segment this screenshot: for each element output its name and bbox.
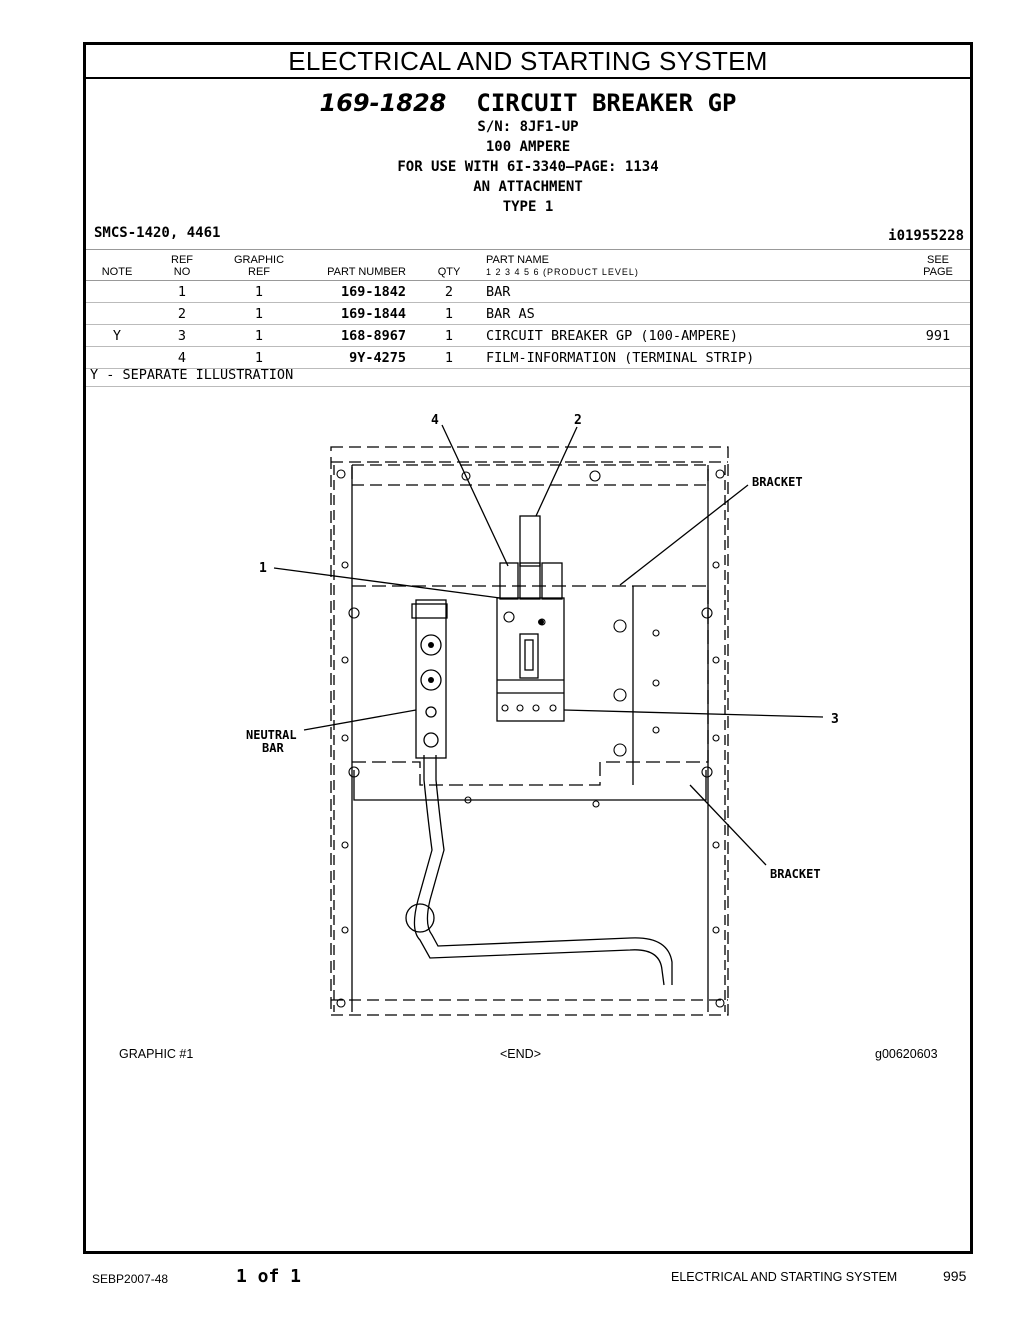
- graphic-id: g00620603: [875, 1047, 938, 1061]
- row-ref: 3: [148, 324, 216, 347]
- smcs-code: SMCS-1420, 4461: [94, 225, 221, 241]
- table-row: Y 3 1 168-8967 1 CIRCUIT BREAKER GP (100…: [86, 324, 970, 347]
- table-row: 1 1 169-1842 2 BAR: [86, 280, 970, 303]
- table-row: 4 1 9Y-4275 1 FILM-INFORMATION (TERMINAL…: [86, 346, 970, 369]
- row-note: [86, 280, 148, 303]
- row-qty: 1: [412, 302, 486, 325]
- label-bracket-top: BRACKET: [752, 475, 803, 489]
- row-ref: 1: [148, 280, 216, 303]
- row-graphic: 1: [216, 324, 302, 347]
- row-qty: 1: [412, 324, 486, 347]
- row-see: [906, 280, 970, 303]
- leader-bracket-bottom: [689, 784, 767, 866]
- label-bar: BAR: [262, 741, 284, 755]
- doc-id: SEBP2007-48: [92, 1272, 169, 1286]
- separate-illustration-note: Y - SEPARATE ILLUSTRATION: [90, 367, 294, 383]
- divider: [86, 386, 970, 387]
- row-graphic: 1: [216, 302, 302, 325]
- row-note: [86, 302, 148, 325]
- row-name: FILM-INFORMATION (TERMINAL STRIP): [486, 346, 906, 369]
- callout-4: 4: [431, 413, 439, 428]
- row-see[interactable]: 991: [906, 324, 970, 347]
- label-bracket-bottom: BRACKET: [770, 867, 821, 881]
- leader-neutral-bar: [303, 709, 417, 731]
- leader-3: [563, 709, 824, 718]
- enclosure-outline: [330, 446, 729, 1016]
- col-part-number: PART NUMBER: [302, 249, 412, 281]
- row-graphic: 1: [216, 346, 302, 369]
- row-name: BAR AS: [486, 302, 906, 325]
- row-see: [906, 346, 970, 369]
- footer-section: ELECTRICAL AND STARTING SYSTEM: [671, 1270, 898, 1284]
- type-note: TYPE 1: [502, 199, 554, 215]
- breaker-body: [496, 597, 565, 722]
- row-note: [86, 346, 148, 369]
- part-header: 169-1828 CIRCUIT BREAKER GP: [86, 89, 970, 117]
- row-note: Y: [86, 324, 148, 347]
- leader-bracket-top: [619, 484, 749, 586]
- row-part-number: 169-1842: [302, 280, 412, 303]
- row-name: BAR: [486, 280, 906, 303]
- section-title: ELECTRICAL AND STARTING SYSTEM: [86, 45, 970, 79]
- row-ref: 4: [148, 346, 216, 369]
- illustration-id: i01955228: [888, 228, 964, 244]
- row-part-number: 168-8967: [302, 324, 412, 347]
- end-marker: <END>: [500, 1047, 541, 1061]
- row-graphic: 1: [216, 280, 302, 303]
- table-row: 2 1 169-1844 1 BAR AS: [86, 302, 970, 325]
- callout-2: 2: [574, 413, 582, 428]
- page-number: 995: [943, 1268, 967, 1284]
- label-neutral: NEUTRAL: [246, 728, 297, 742]
- row-qty: 2: [412, 280, 486, 303]
- header-part-name: CIRCUIT BREAKER GP: [476, 89, 737, 117]
- bar-part: [499, 562, 519, 600]
- row-ref: 2: [148, 302, 216, 325]
- callout-3: 3: [831, 712, 839, 727]
- row-see: [906, 302, 970, 325]
- col-qty: QTY: [412, 249, 486, 281]
- callout-1: 1: [259, 561, 267, 576]
- graphic-caption: GRAPHIC #1: [119, 1047, 194, 1061]
- row-part-number: 169-1844: [302, 302, 412, 325]
- row-part-number: 9Y-4275: [302, 346, 412, 369]
- leader-4: [441, 424, 509, 567]
- bracket-plate: [352, 585, 709, 786]
- neutral-cable: [413, 755, 665, 986]
- page-of: 1 of 1: [236, 1266, 302, 1287]
- header-part-number: 169-1828: [319, 89, 447, 117]
- attachment-note: AN ATTACHMENT: [473, 179, 583, 195]
- use-with-note: FOR USE WITH 6I-3340—PAGE: 1134: [397, 159, 659, 175]
- neutral-bar: [415, 599, 447, 759]
- serial-range: S/N: 8JF1-UP: [477, 119, 579, 135]
- bar-assembly: [519, 515, 541, 567]
- row-qty: 1: [412, 346, 486, 369]
- leader-1: [273, 567, 501, 599]
- ampere-rating: 100 AMPERE: [485, 139, 571, 155]
- col-note: NOTE: [86, 249, 148, 281]
- row-name: CIRCUIT BREAKER GP (100-AMPERE): [486, 324, 906, 347]
- leader-2: [535, 426, 578, 517]
